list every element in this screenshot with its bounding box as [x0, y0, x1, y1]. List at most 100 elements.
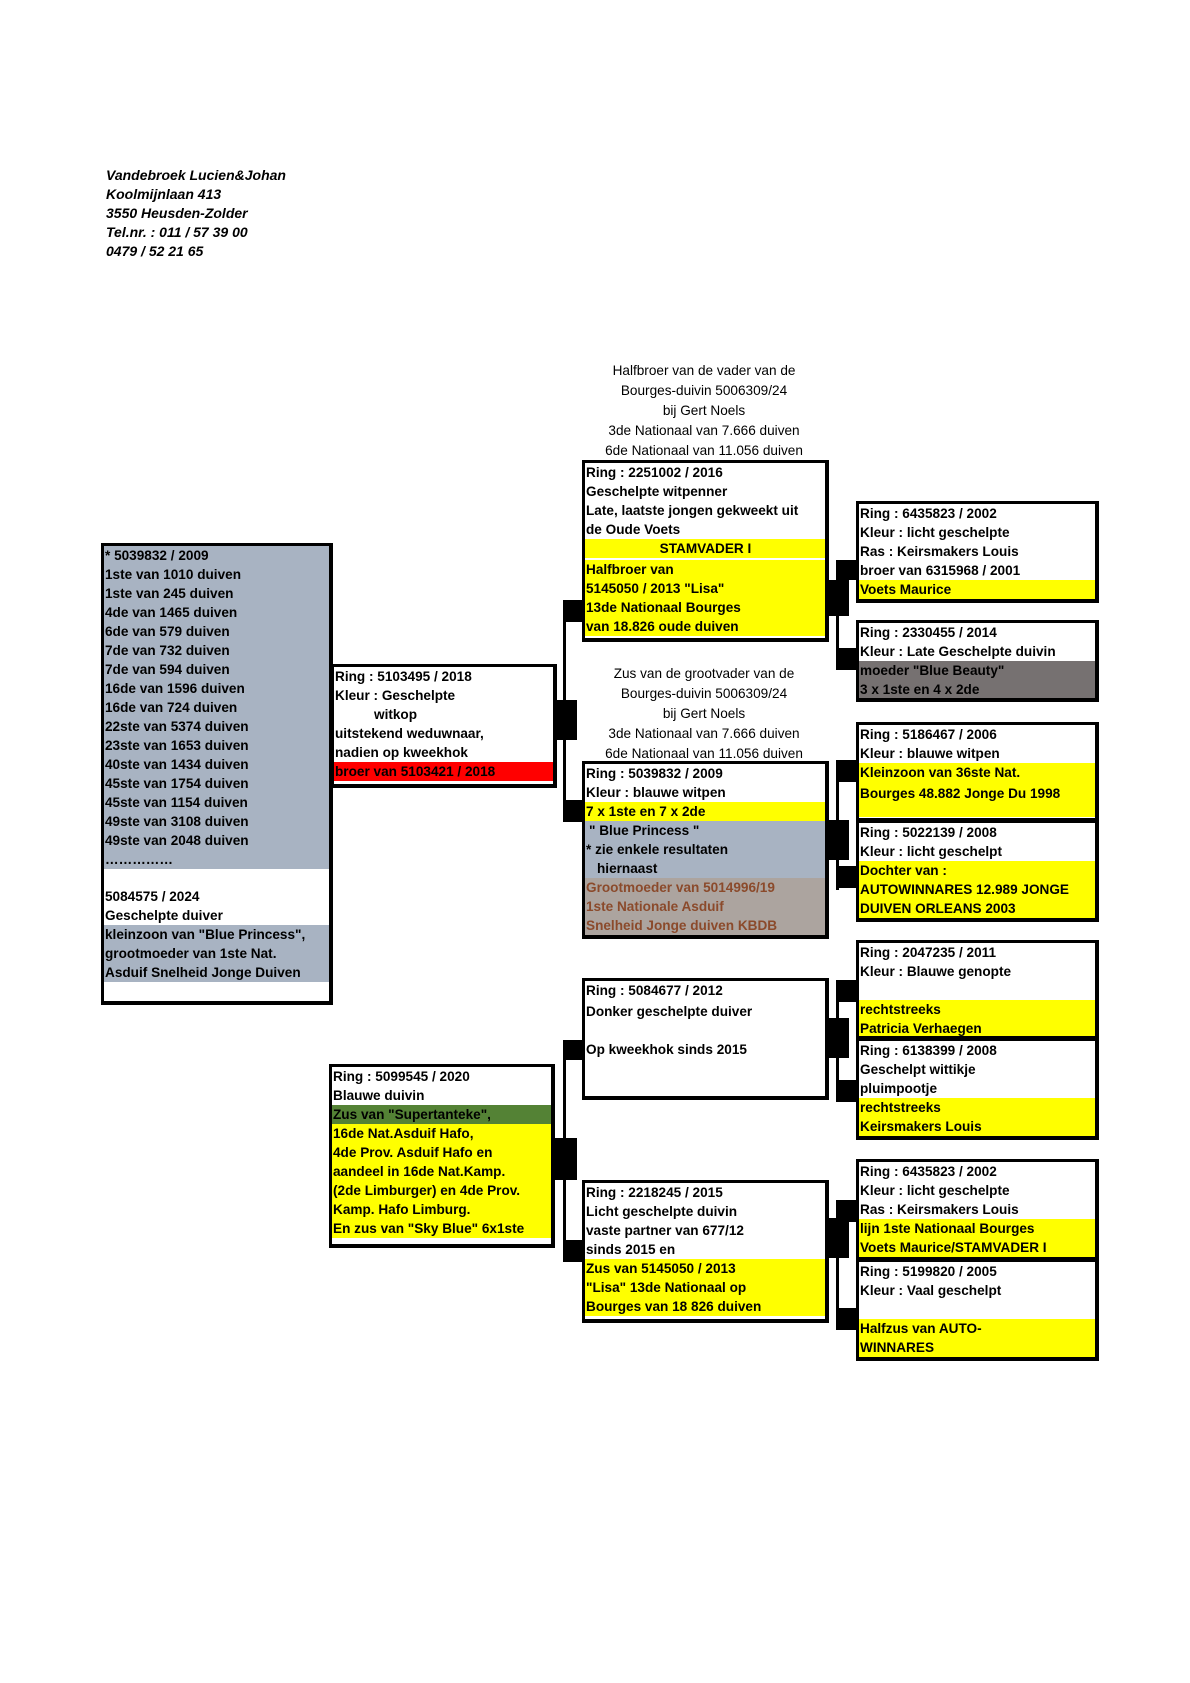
connector	[563, 1040, 583, 1060]
result-line: 7de van 594 duiven	[105, 662, 230, 677]
maternal-grandmother-card: Ring : 2218245 / 2015 Licht geschelpte d…	[582, 1180, 829, 1323]
pgf-remark-line: 13de Nationaal Bourges	[586, 600, 741, 615]
pgm-see-results: * zie enkele resultaten	[586, 842, 729, 857]
mother-ring: Ring : 5099545 / 2020	[333, 1069, 470, 1084]
fmf-ring: Ring : 5186467 / 2006	[860, 727, 997, 742]
note-line: 6de Nationaal van 11.056 duiven	[605, 443, 803, 458]
mmm-remark-line: Halfzus van AUTO-	[860, 1321, 982, 1336]
mmm-color: Kleur : Vaal geschelpt	[860, 1283, 1002, 1298]
result-line: 40ste van 1434 duiven	[105, 757, 249, 772]
ggp-mfm-card: Ring : 6138399 / 2008 Geschelpt wittikje…	[856, 1038, 1099, 1140]
ffm-color: Kleur : Late Geschelpte duivin	[860, 644, 1056, 659]
pgf-remark: de Oude Voets	[586, 522, 681, 537]
mmm-remark-line: WINNARES	[860, 1340, 935, 1355]
result-line: 49ste van 2048 duiven	[105, 833, 249, 848]
ffm-remark-line: moeder "Blue Beauty"	[860, 663, 1005, 678]
note-line: bij Gert Noels	[662, 403, 746, 418]
note-line: Halfbroer van de vader van de	[612, 363, 796, 378]
pgm-see-results: hiernaast	[597, 861, 658, 876]
breeder-name: Vandebroek Lucien&Johan	[106, 167, 286, 183]
mother-remark-line: En zus van "Sky Blue" 6x1ste	[333, 1221, 525, 1236]
fmm-remarks: Dochter van : AUTOWINNARES 12.989 JONGE …	[859, 861, 1095, 918]
fmf-color: Kleur : blauwe witpen	[860, 746, 1000, 761]
result-line: ……………	[105, 852, 173, 867]
connector	[555, 700, 577, 740]
mgm-remark-line: Bourges van 18 826 duiven	[586, 1299, 762, 1314]
mff-empty	[859, 981, 1095, 1000]
result-line: 49ste van 3108 duiven	[105, 814, 249, 829]
maternal-grandfather-card: Ring : 5084677 / 2012 Donker geschelpte …	[582, 978, 829, 1100]
fff-sibling: broer van 6315968 / 2001	[860, 563, 1021, 578]
connector	[836, 1200, 858, 1222]
pgf-color: Geschelpte witpenner	[586, 484, 728, 499]
connector	[836, 980, 839, 1102]
fmf-remark-line: Bourges 48.882 Jonge Du 1998	[860, 786, 1061, 801]
paternal-grandfather-card: Ring : 2251002 / 2016 Geschelpte witpenn…	[582, 460, 829, 642]
mfm-color-2: pluimpootje	[860, 1081, 938, 1096]
note-father-mother: Zus van de grootvader van de Bourges-dui…	[584, 664, 824, 764]
mother-remark-line: (2de Limburger) en 4de Prov.	[333, 1183, 521, 1198]
mother-sibling: Zus van "Supertanteke",	[332, 1105, 551, 1124]
pgf-remark-line: 5145050 / 2013 "Lisa"	[586, 581, 725, 596]
subject-color: Geschelpte duiver	[105, 908, 223, 923]
fmm-remark-line: Dochter van :	[860, 863, 947, 878]
connector	[563, 1040, 566, 1260]
mmf-ring: Ring : 6435823 / 2002	[860, 1164, 997, 1179]
fmm-remark-line: AUTOWINNARES 12.989 JONGE	[860, 882, 1069, 897]
ggp-fff-card: Ring : 6435823 / 2002 Kleur : licht gesc…	[856, 501, 1099, 603]
mgm-ring: Ring : 2218245 / 2015	[586, 1185, 723, 1200]
result-line: * 5039832 / 2009	[105, 548, 209, 563]
mother-color: Blauwe duivin	[333, 1088, 425, 1103]
connector	[836, 760, 858, 782]
result-line: 45ste van 1154 duiven	[105, 795, 248, 810]
mmf-remark-line: Voets Maurice/STAMVADER I	[860, 1240, 1047, 1255]
connector	[836, 1080, 858, 1102]
ggp-ffm-card: Ring : 2330455 / 2014 Kleur : Late Gesch…	[856, 620, 1099, 702]
pgf-remark-line: van 18.826 oude duiven	[586, 619, 739, 634]
result-line: 1ste van 245 duiven	[105, 586, 234, 601]
fff-color: Kleur : licht geschelpte	[860, 525, 1010, 540]
fff-breed: Ras : Keirsmakers Louis	[860, 544, 1019, 559]
mff-remarks: rechtstreeks Patricia Verhaegen	[859, 1000, 1095, 1036]
result-line: 1ste van 1010 duiven	[105, 567, 242, 582]
mgm-remark-line: Zus van 5145050 / 2013	[586, 1261, 736, 1276]
breeder-mobile: 0479 / 52 21 65	[106, 243, 204, 259]
mfm-ring: Ring : 6138399 / 2008	[860, 1043, 997, 1058]
pgm-name: " Blue Princess "	[589, 823, 700, 838]
mff-remark-line: Patricia Verhaegen	[860, 1021, 982, 1036]
father-color: Kleur : Geschelpte	[335, 688, 456, 703]
mother-remark-line: 16de Nat.Asduif Hafo,	[333, 1126, 474, 1141]
pgm-results: 7 x 1ste en 7 x 2de	[585, 802, 825, 821]
father-color-2: witkop	[374, 707, 418, 722]
mother-remark-line: Kamp. Hafo Limburg.	[333, 1202, 471, 1217]
connector	[563, 800, 583, 822]
result-line: 7de van 732 duiven	[105, 643, 230, 658]
connector	[329, 545, 333, 1005]
mgf-ring: Ring : 5084677 / 2012	[586, 983, 723, 998]
father-sibling: broer van 5103421 / 2018	[334, 762, 553, 781]
ggp-mff-card: Ring : 2047235 / 2011 Kleur : Blauwe gen…	[856, 940, 1099, 1040]
pgf-remarks: Halfbroer van 5145050 / 2013 "Lisa" 13de…	[585, 560, 825, 636]
father-ring: Ring : 5103495 / 2018	[335, 669, 472, 684]
pgf-title: STAMVADER I	[585, 539, 825, 558]
pgf-ring: Ring : 2251002 / 2016	[586, 465, 723, 480]
mgm-remark: vaste partner van 677/12	[586, 1223, 744, 1238]
result-line: 22ste van 5374 duiven	[105, 719, 249, 734]
results-section: * 5039832 / 2009 1ste van 1010 duiven 1s…	[104, 546, 329, 869]
mff-ring: Ring : 2047235 / 2011	[860, 945, 997, 960]
mother-remarks: 16de Nat.Asduif Hafo, 4de Prov. Asduif H…	[332, 1124, 551, 1238]
subject-remark: kleinzoon van "Blue Princess", grootmoed…	[104, 925, 329, 982]
connector	[836, 560, 839, 670]
ggp-mmm-card: Ring : 5199820 / 2005 Kleur : Vaal gesch…	[856, 1259, 1099, 1361]
fmm-remark-line: DUIVEN ORLEANS 2003	[860, 901, 1016, 916]
mfm-remarks: rechtstreeks Keirsmakers Louis	[859, 1098, 1095, 1136]
mff-color: Kleur : Blauwe genopte	[860, 964, 1012, 979]
fmm-ring: Ring : 5022139 / 2008	[860, 825, 997, 840]
mmm-ring: Ring : 5199820 / 2005	[860, 1264, 997, 1279]
note-line: 6de Nationaal van 11.056 duiven	[605, 746, 803, 761]
mmf-breed: Ras : Keirsmakers Louis	[860, 1202, 1019, 1217]
mff-remark-line: rechtstreeks	[860, 1002, 941, 1017]
mmf-color: Kleur : licht geschelpte	[860, 1183, 1010, 1198]
father-remark: nadien op kweekhok	[335, 745, 468, 760]
note-line: bij Gert Noels	[662, 706, 746, 721]
